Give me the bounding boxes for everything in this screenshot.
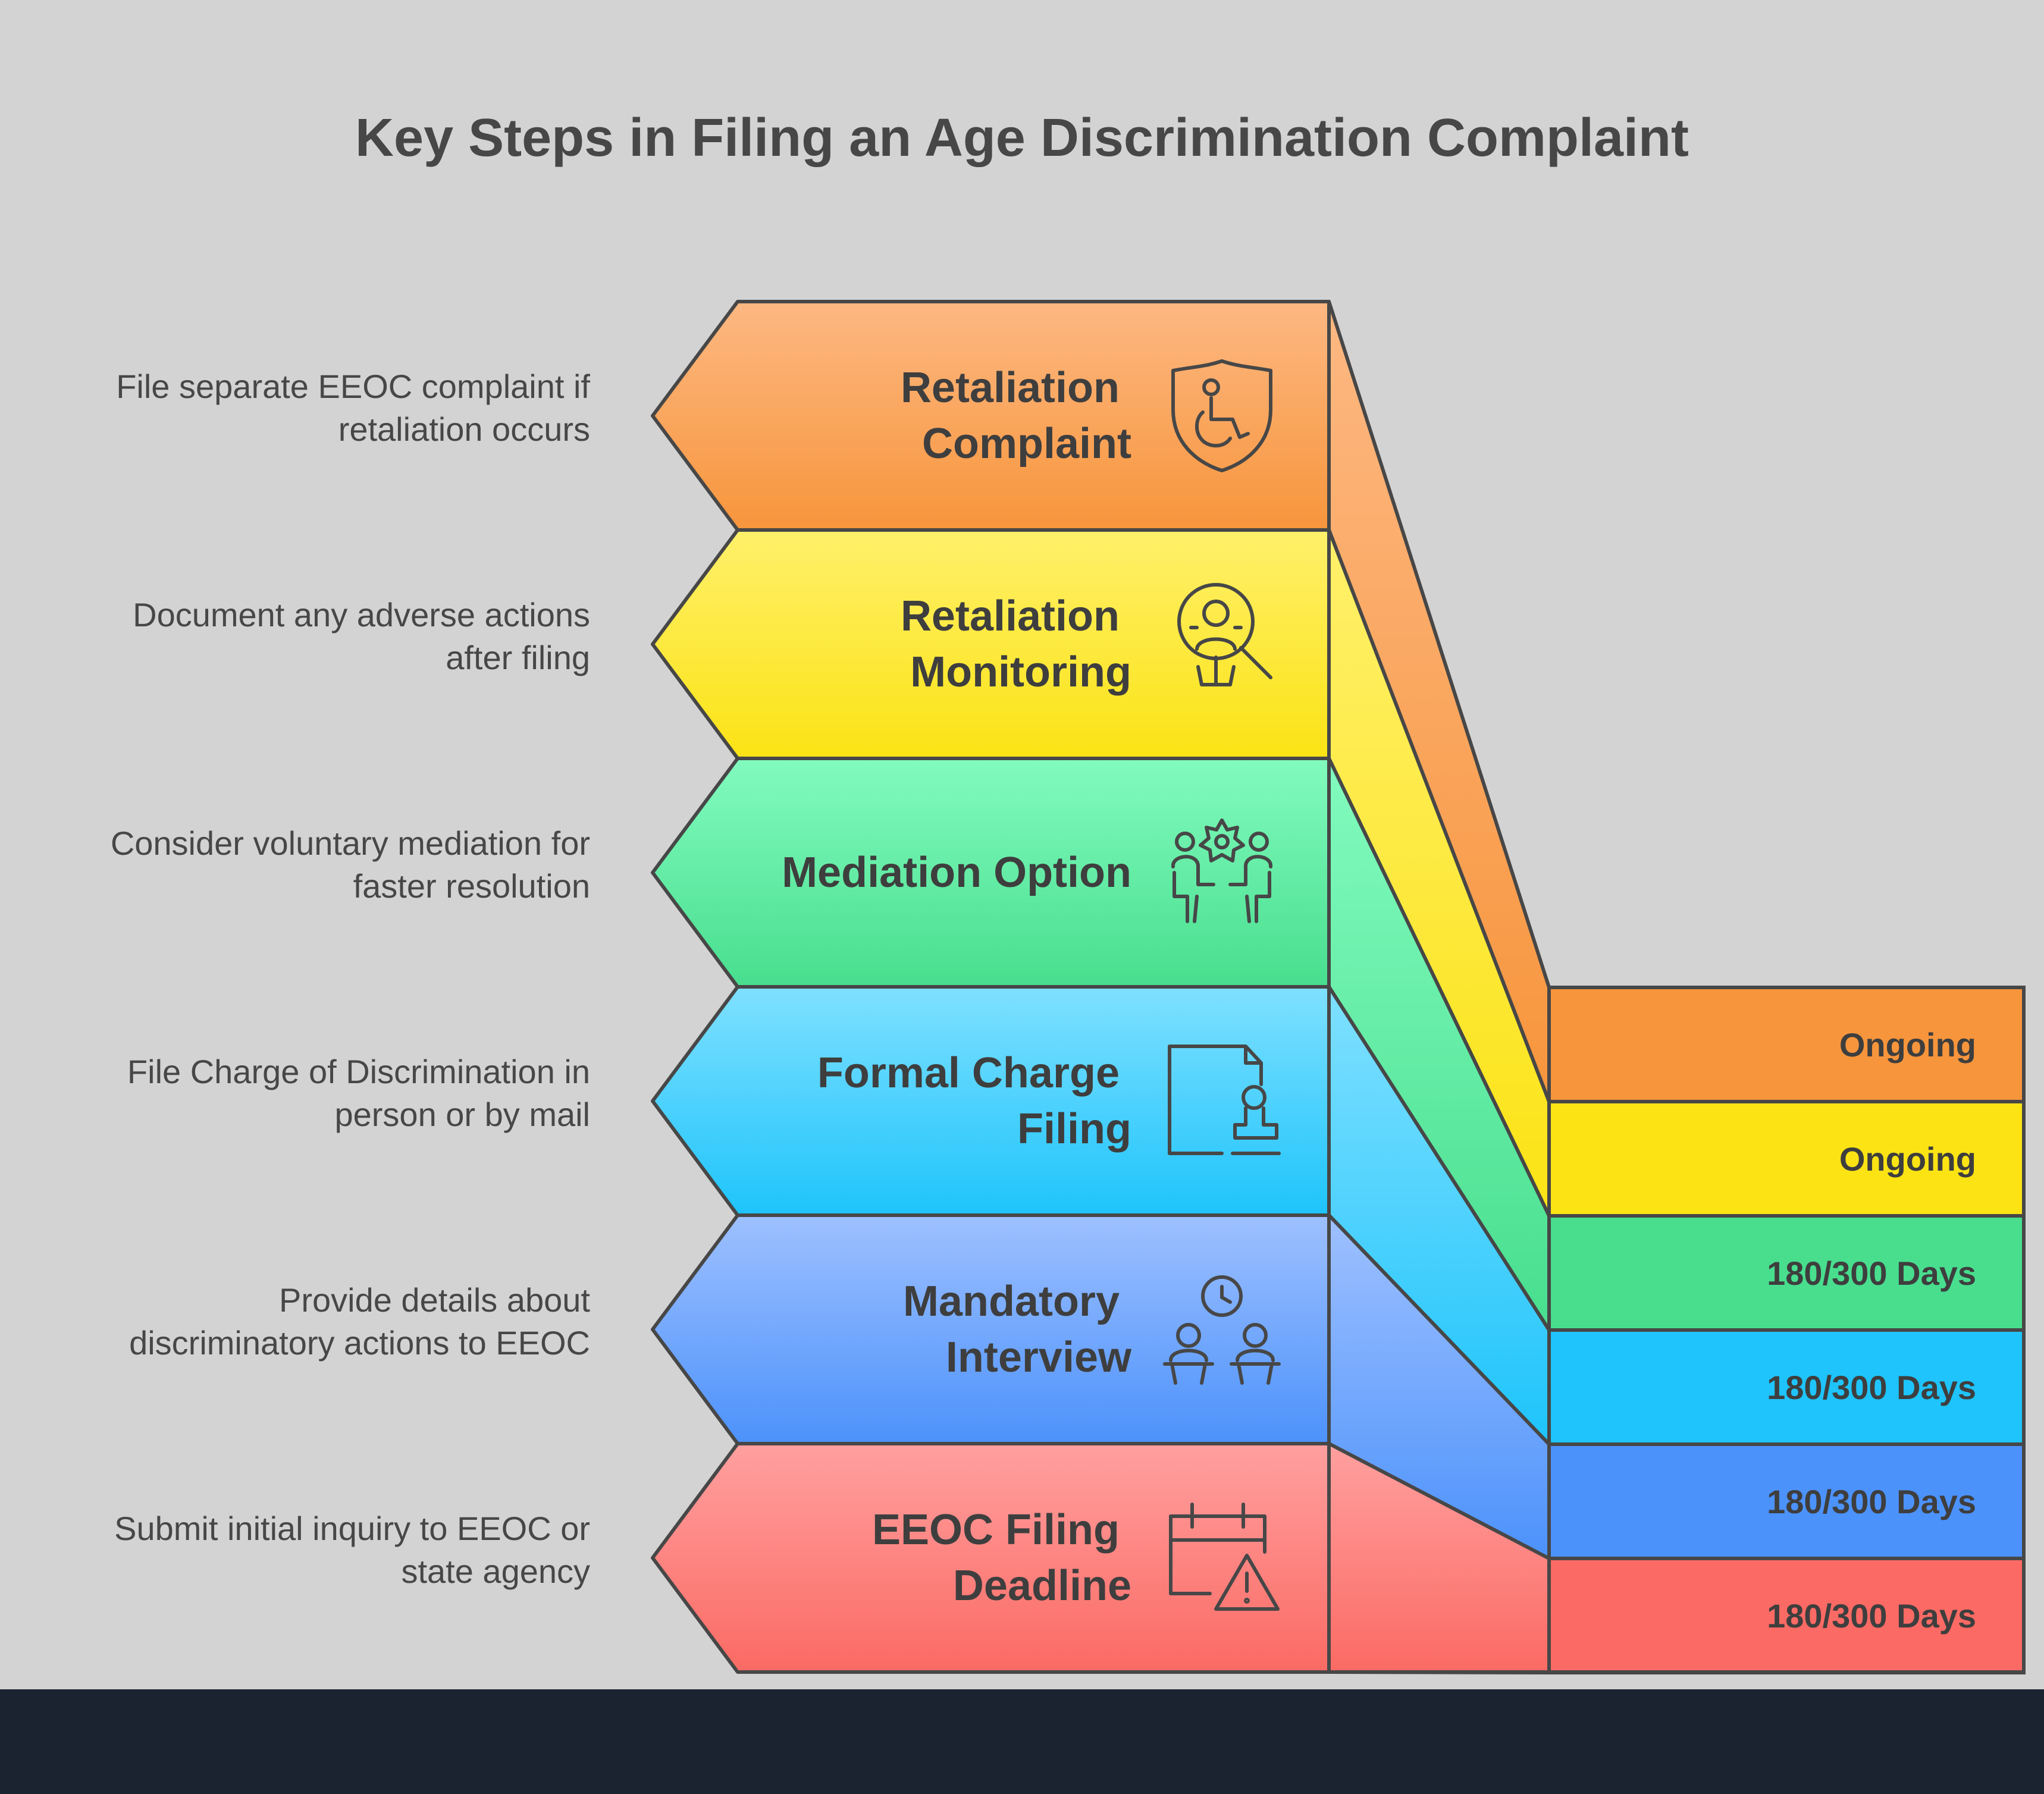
duration-box [1547, 1442, 2026, 1560]
duration-label: Ongoing [1839, 1140, 1976, 1178]
step-label: Retaliation [901, 364, 1120, 412]
search-person-icon [1177, 583, 1272, 686]
duration-box [1547, 986, 2026, 1103]
shield-accessibility-icon [1171, 359, 1272, 472]
duration-box [1547, 1557, 2026, 1674]
diagram-canvas: Key Steps in Filing an Age Discriminatio… [111, 108, 2026, 1674]
duration-box [1547, 1100, 2026, 1218]
step-label: Retaliation [901, 592, 1120, 640]
step-label: Complaint [922, 420, 1131, 468]
step-arrow [651, 300, 1331, 532]
step-description: faster resolution [353, 867, 590, 905]
footer-bar [0, 1689, 2044, 1794]
duration-label: 180/300 Days [1767, 1254, 1976, 1292]
interview-clock-icon [1163, 1275, 1281, 1385]
step-description: Document any adverse actions [133, 596, 590, 633]
step-description: person or by mail [334, 1096, 590, 1133]
duration-box [1547, 1328, 2026, 1446]
step-arrow [651, 1442, 1331, 1674]
step-label: Mediation Option [782, 849, 1131, 896]
duration-label: 180/300 Days [1767, 1483, 1976, 1520]
duration-label: 180/300 Days [1767, 1369, 1976, 1406]
step-arrow [651, 1213, 1331, 1445]
step-label: Mandatory [903, 1278, 1120, 1325]
step-label: Formal Charge [817, 1049, 1120, 1097]
step-description: retaliation occurs [338, 410, 590, 448]
mediation-people-icon [1171, 818, 1272, 923]
step-description: Submit initial inquiry to EEOC or [114, 1510, 590, 1547]
step-description: File Charge of Discrimination in [127, 1053, 590, 1090]
duration-label: Ongoing [1839, 1026, 1976, 1064]
step-description: Provide details about [279, 1281, 590, 1319]
step-description: discriminatory actions to EEOC [129, 1324, 590, 1362]
duration-box [1547, 1214, 2026, 1332]
calendar-warning-icon [1169, 1503, 1280, 1611]
page-title: Key Steps in Filing an Age Discriminatio… [355, 108, 1689, 168]
step-description: Consider voluntary mediation for [111, 824, 590, 862]
step-description: after filing [446, 639, 590, 676]
step-description: File separate EEOC complaint if [116, 368, 590, 405]
step-label: Interview [946, 1334, 1132, 1381]
duration-label: 180/300 Days [1767, 1597, 1976, 1635]
document-stamp-icon [1168, 1045, 1281, 1155]
step-label: Filing [1017, 1105, 1131, 1153]
step-arrow [651, 528, 1331, 760]
step-label: Deadline [953, 1562, 1131, 1610]
step-label: Monitoring [910, 648, 1131, 696]
step-arrow [651, 985, 1331, 1217]
step-description: state agency [401, 1552, 590, 1590]
step-label: EEOC Filing [872, 1506, 1120, 1554]
